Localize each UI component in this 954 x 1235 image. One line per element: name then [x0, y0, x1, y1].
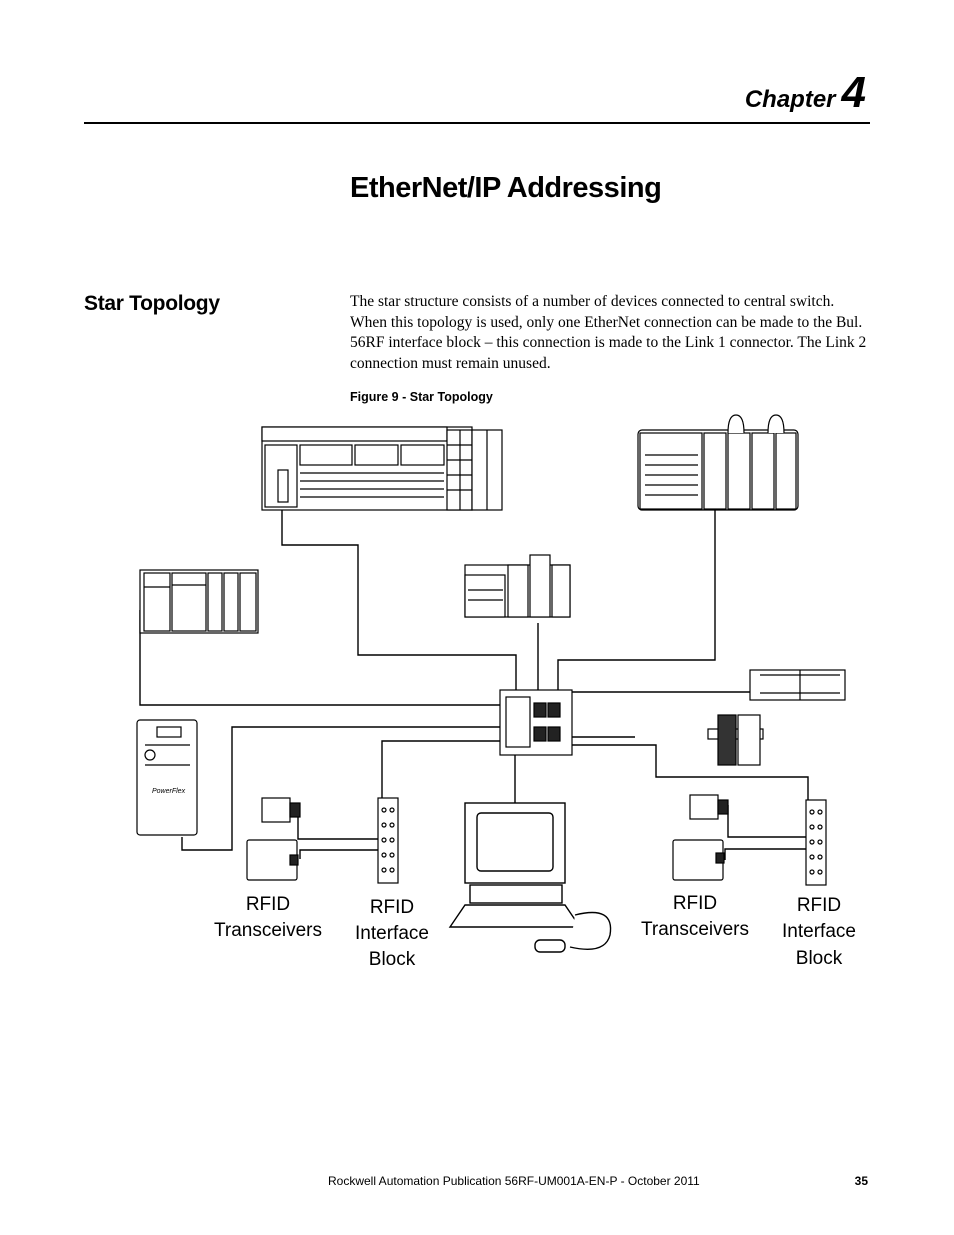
label-left-block-line1: RFID: [370, 897, 414, 918]
footer-page-number: 35: [854, 1174, 868, 1188]
label-right-block-line1: RFID: [797, 895, 841, 916]
point-io-module: [464, 554, 571, 618]
label-left-transceivers-line2: Transceivers: [214, 920, 322, 941]
compactlogix-chassis: [637, 414, 799, 511]
header-rule: [84, 122, 870, 124]
right-rfid-transceivers: [672, 794, 729, 881]
cable-top-left-controller: [281, 510, 517, 690]
personal-computer: [448, 802, 612, 953]
left-compact-controller: [139, 569, 259, 634]
label-right-transceivers-line1: RFID: [673, 893, 717, 914]
figure-caption: Figure 9 - Star Topology: [350, 390, 493, 404]
powerflex-drive: PowerFlex: [136, 719, 198, 836]
controllogix-chassis: [261, 426, 503, 511]
right-rfid-interface-block: [805, 799, 827, 886]
label-left-block-line3: Block: [369, 949, 416, 970]
cable-powerflex: [181, 726, 500, 851]
cable-right-transceiver-2: [724, 848, 806, 860]
din-rail-io: [707, 714, 764, 766]
label-right-block-line3: Block: [796, 948, 843, 969]
left-rfid-interface-block: [377, 797, 399, 884]
cable-right-transceiver-1: [727, 805, 806, 838]
section-heading: Star Topology: [84, 292, 220, 315]
footer-publication: Rockwell Automation Publication 56RF-UM0…: [328, 1174, 700, 1188]
cable-right-rfid-block: [572, 744, 809, 800]
cable-left-rfid-block: [381, 740, 500, 798]
label-right-transceivers-line2: Transceivers: [641, 919, 749, 940]
section-paragraph: The star structure consists of a number …: [350, 293, 867, 372]
micrologix-controller: [749, 669, 846, 701]
chapter-word: Chapter: [744, 86, 836, 113]
cable-left-transceiver-2: [299, 849, 380, 859]
ethernet-switch: [499, 689, 573, 756]
star-topology-diagram: PowerFlex R: [136, 414, 856, 970]
cable-left-transceiver-1: [297, 810, 380, 840]
cable-top-right-controller: [557, 510, 716, 690]
label-left-block-line2: Interface: [355, 923, 429, 944]
chapter-number: 4: [841, 68, 866, 117]
label-left-transceivers-line1: RFID: [246, 894, 290, 915]
label-right-block-line2: Interface: [782, 921, 856, 942]
left-rfid-transceivers: [246, 797, 301, 881]
svg-text:PowerFlex: PowerFlex: [152, 788, 186, 795]
chapter-heading: Chapter 4: [745, 68, 866, 118]
page-title: EtherNet/IP Addressing: [350, 172, 662, 204]
cable-left-controller: [139, 610, 500, 706]
